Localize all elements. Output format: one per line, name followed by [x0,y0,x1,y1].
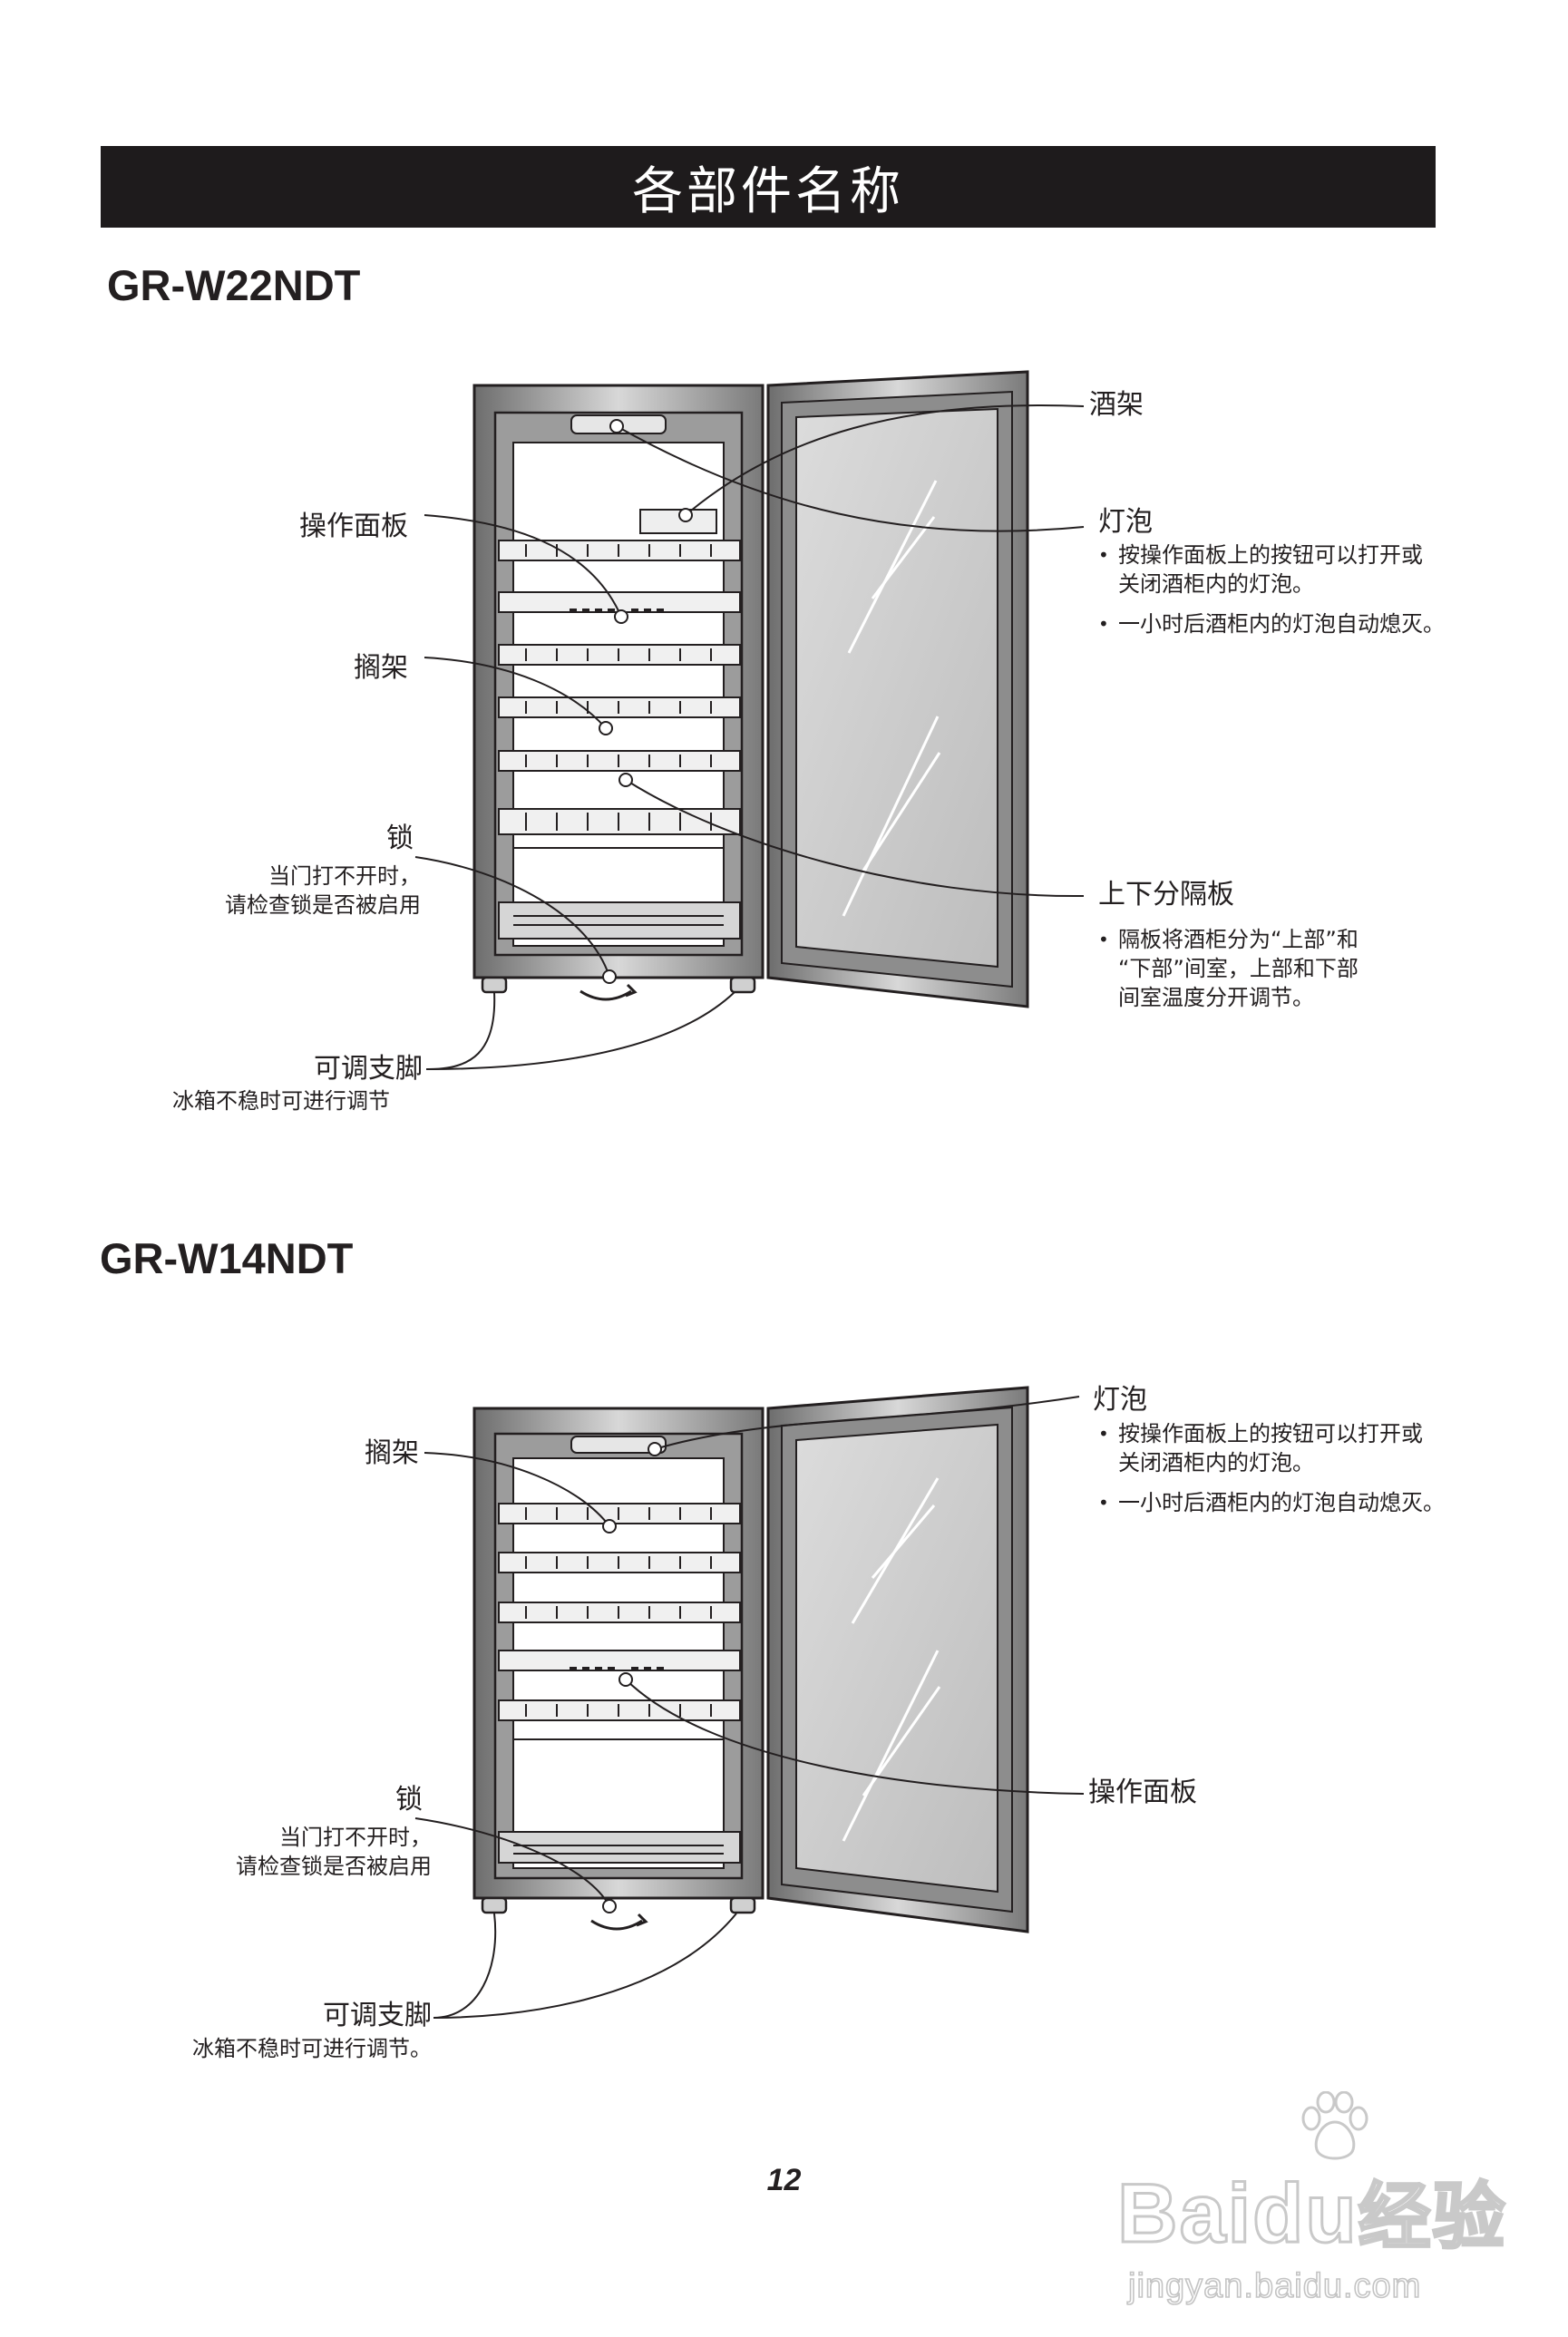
lamp-note-1a: 按操作面板上的按钮可以打开或 [1118,1421,1423,1446]
model-a-drawing [414,370,1085,1071]
feet-desc: 冰箱不稳时可进行调节。 [192,2036,432,2061]
lock-desc-1: 当门打不开时， [268,863,421,889]
feet [481,976,756,994]
baidu-watermark: Baidu经验 jingyan.baidu.com [1116,2086,1544,2322]
foot-adjust-arrow-icon [590,1919,643,1931]
label-adjustable-feet: 可调支脚 [314,1053,423,1085]
leader-dots [602,1442,662,1913]
page-number: 12 [766,2163,802,2197]
shelves [498,540,741,940]
label-lock: 锁 [395,1784,423,1816]
divider-note-3: 间室温度分开调节。 [1118,985,1314,1010]
divider-note-1: 隔板将酒柜分为“上部”和 [1118,927,1359,952]
divider-note-2: “下部”间室，上部和下部 [1118,956,1359,981]
shelves [498,1503,741,1864]
lamp-note-2: 一小时后酒柜内的灯泡自动熄灭。 [1118,1490,1445,1515]
lock-desc-2: 请检查锁是否被启用 [225,892,421,918]
lamp-note-1b: 关闭酒柜内的灯泡。 [1118,571,1314,597]
label-lamp: 灯泡 [1093,1384,1147,1416]
leader-lines [414,1396,1085,2019]
lamp-note-1a: 按操作面板上的按钮可以打开或 [1118,542,1423,568]
lamp-note-2: 一小时后酒柜内的灯泡自动熄灭。 [1118,611,1445,637]
label-control-panel: 操作面板 [299,511,408,542]
label-shelf: 搁架 [365,1437,419,1469]
divider-notes: •隔板将酒柜分为“上部”和 “下部”间室，上部和下部 间室温度分开调节。 [1098,927,1359,1010]
section-title: 各部件名称 [632,161,904,221]
model-b-name: GR-W14NDT [100,1234,354,1282]
label-shelf: 搁架 [354,652,408,684]
lamp-notes: •按操作面板上的按钮可以打开或 关闭酒柜内的灯泡。 •一小时后酒柜内的灯泡自动熄… [1098,542,1445,637]
section-title-bar: 各部件名称 [101,146,1436,228]
lamp-note-1b: 关闭酒柜内的灯泡。 [1118,1450,1314,1475]
leader-lines [414,404,1085,1071]
cabinet-body [472,384,765,979]
lock-desc-2: 请检查锁是否被启用 [236,1854,432,1879]
model-b-drawing [414,1386,1085,2019]
feet [481,1896,756,1914]
watermark-url: jingyan.baidu.com [1127,2266,1422,2306]
model-a-name: GR-W22NDT [107,261,361,309]
lock-desc-1: 当门打不开时， [279,1825,432,1850]
label-adjustable-feet: 可调支脚 [323,2000,432,2031]
open-door [766,1386,1029,1933]
foot-adjust-arrow-icon [579,989,632,1001]
watermark-brand: Baidu经验 [1116,2167,1507,2262]
label-lock: 锁 [386,823,414,854]
baidu-paw-icon [1301,2091,1368,2160]
leader-dots [599,419,693,984]
label-divider: 上下分隔板 [1098,879,1234,910]
lamp-notes: •按操作面板上的按钮可以打开或 关闭酒柜内的灯泡。 •一小时后酒柜内的灯泡自动熄… [1098,1421,1445,1515]
open-door [766,370,1029,1008]
label-wine-rack: 酒架 [1089,389,1144,421]
label-lamp: 灯泡 [1098,506,1153,538]
feet-desc: 冰箱不稳时可进行调节 [172,1088,390,1114]
label-control-panel: 操作面板 [1088,1777,1197,1808]
